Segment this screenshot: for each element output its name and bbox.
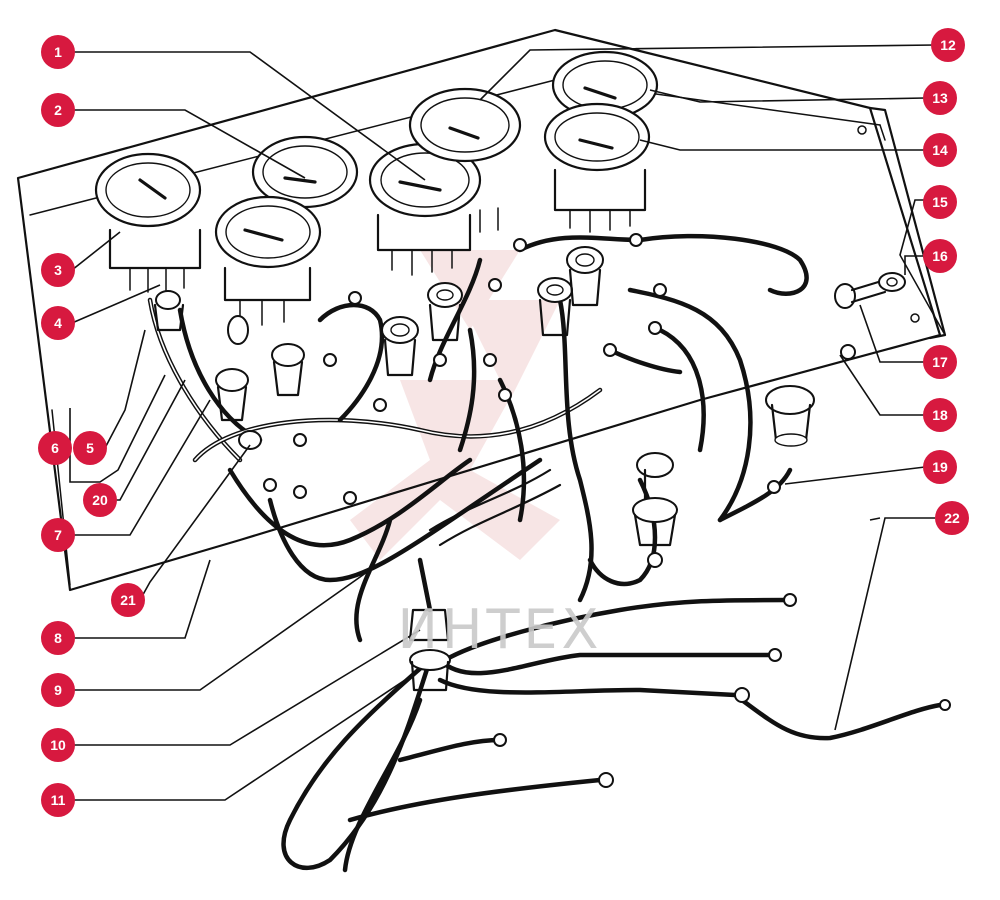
- bulb-holder: [153, 290, 249, 345]
- callout-label: 14: [932, 142, 948, 158]
- callout-22[interactable]: 22: [935, 501, 969, 535]
- bolt-16: [834, 272, 906, 309]
- callout-label: 7: [54, 527, 62, 543]
- callout-label: 18: [932, 407, 948, 423]
- leader-lines: [69, 44, 936, 801]
- callout-label: 10: [50, 737, 66, 753]
- callout-21[interactable]: 21: [111, 583, 145, 617]
- callouts: 1 2 3 4 5 6 7 8: [38, 28, 969, 817]
- callout-7[interactable]: 7: [41, 518, 75, 552]
- callout-10[interactable]: 10: [41, 728, 75, 762]
- callout-6[interactable]: 6: [38, 431, 72, 465]
- connector-d: [566, 246, 604, 307]
- lamp-socket-b: [215, 368, 249, 422]
- callout-20[interactable]: 20: [83, 483, 117, 517]
- callout-label: 21: [120, 592, 136, 608]
- callout-15[interactable]: 15: [923, 185, 957, 219]
- connector-sockets: [153, 246, 906, 692]
- callout-label: 16: [932, 248, 948, 264]
- gauge-14: [543, 102, 651, 212]
- wire-terminals: [263, 233, 951, 788]
- gauge-13: [551, 50, 659, 120]
- callout-3[interactable]: 3: [41, 253, 75, 287]
- callout-label: 22: [944, 510, 960, 526]
- gauge-12: [408, 87, 522, 163]
- callout-16[interactable]: 16: [923, 239, 957, 273]
- callout-5[interactable]: 5: [73, 431, 107, 465]
- watermark-text: ИНТЕХ: [397, 598, 602, 661]
- callout-2[interactable]: 2: [41, 93, 75, 127]
- callout-label: 15: [932, 194, 948, 210]
- callout-label: 17: [932, 354, 948, 370]
- callout-label: 8: [54, 630, 62, 646]
- connector-a: [381, 316, 419, 377]
- connector-b: [427, 282, 463, 342]
- gauge-4: [214, 195, 322, 302]
- callout-18[interactable]: 18: [923, 398, 957, 432]
- callout-4[interactable]: 4: [41, 306, 75, 340]
- watermark-logo: [350, 250, 560, 560]
- callout-19[interactable]: 19: [923, 450, 957, 484]
- small-lamp-21: [238, 430, 262, 450]
- callout-label: 6: [51, 440, 59, 456]
- callout-label: 5: [86, 440, 94, 456]
- callout-label: 12: [940, 37, 956, 53]
- callout-12[interactable]: 12: [931, 28, 965, 62]
- callout-label: 4: [54, 315, 62, 331]
- callout-13[interactable]: 13: [923, 81, 957, 115]
- lamp-socket-a: [271, 343, 305, 397]
- callout-14[interactable]: 14: [923, 133, 957, 167]
- switch-19: [765, 385, 815, 447]
- callout-label: 20: [92, 492, 108, 508]
- callout-label: 13: [932, 90, 948, 106]
- callout-label: 9: [54, 682, 62, 698]
- gauge-3: [94, 152, 202, 270]
- bundle-sleeve: [428, 468, 562, 547]
- callout-8[interactable]: 8: [41, 621, 75, 655]
- wiring-harness: [147, 233, 943, 873]
- callout-17[interactable]: 17: [923, 345, 957, 379]
- gauge-terminal-pins: [129, 207, 631, 326]
- callout-1[interactable]: 1: [41, 35, 75, 69]
- callout-label: 11: [51, 792, 66, 808]
- harness-grommet: [408, 608, 451, 692]
- callout-11[interactable]: 11: [41, 783, 75, 817]
- callout-label: 3: [54, 262, 62, 278]
- switch-bottom: [632, 452, 678, 547]
- callout-label: 1: [54, 44, 62, 60]
- callout-label: 19: [932, 459, 948, 475]
- callout-label: 2: [54, 102, 62, 118]
- callout-9[interactable]: 9: [41, 673, 75, 707]
